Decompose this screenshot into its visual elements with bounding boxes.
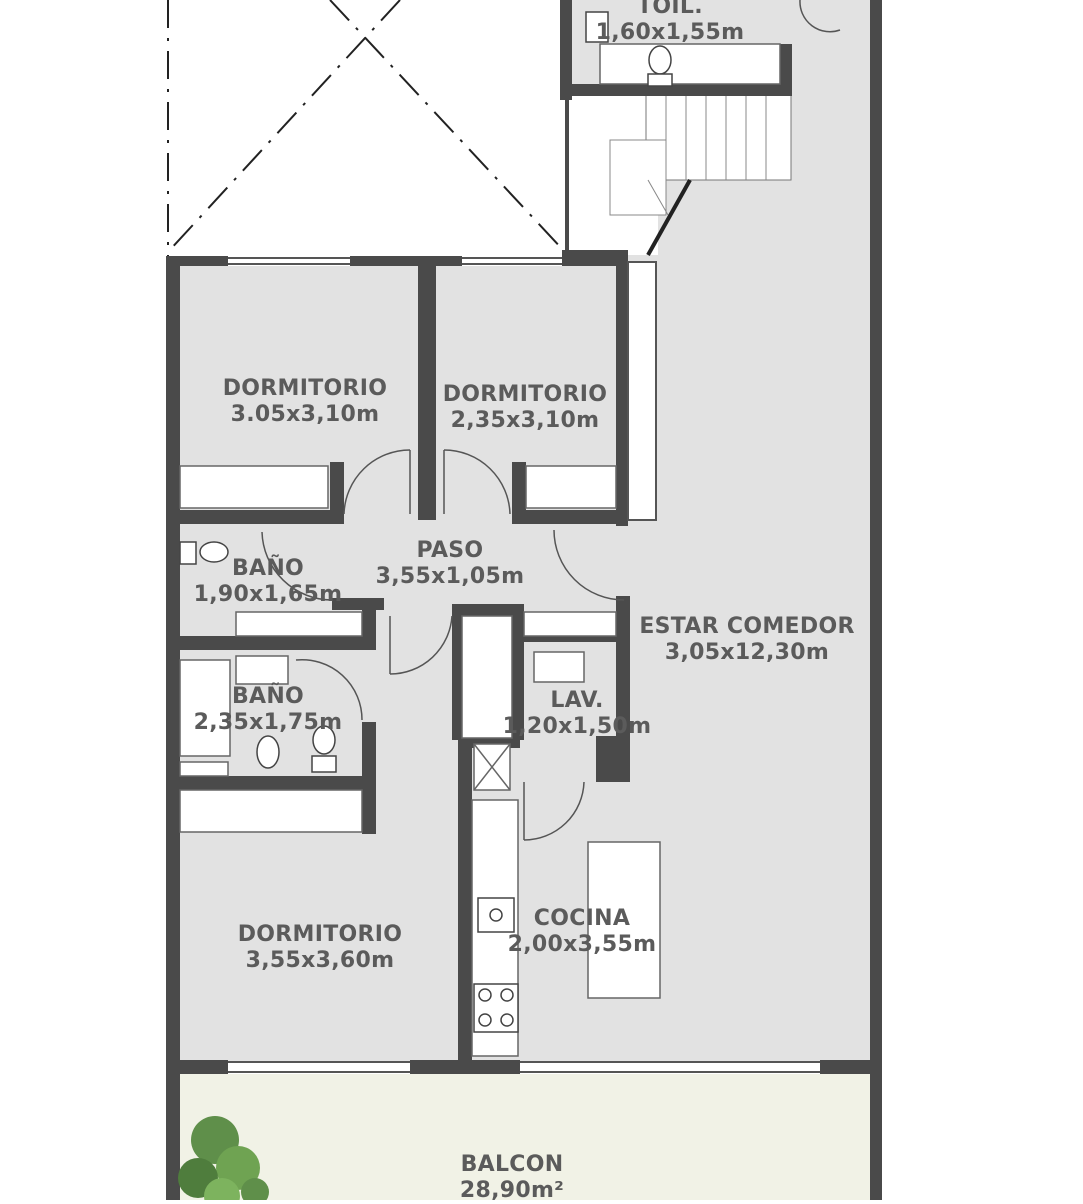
room-label-dorm1: DORMITORIO 3.05x3,10m bbox=[223, 376, 388, 428]
room-name: DORMITORIO bbox=[237, 922, 403, 947]
room-name: ESTAR COMEDOR bbox=[639, 614, 855, 639]
room-name: PASO bbox=[416, 538, 484, 563]
room-size: 3,55x1,05m bbox=[375, 564, 525, 589]
room-name: BAÑO bbox=[231, 684, 305, 709]
room-label-balcon: BALCON 28,90m² bbox=[460, 1152, 564, 1204]
room-size: 2,00x3,55m bbox=[507, 932, 657, 957]
courtyard-void bbox=[167, 0, 566, 258]
room-size: 1,90x1,65m bbox=[193, 582, 343, 607]
room-label-dorm3: DORMITORIO 3,55x3,60m bbox=[238, 922, 403, 974]
windows bbox=[228, 257, 820, 1073]
room-label-estar-comedor: ESTAR COMEDOR 3,05x12,30m bbox=[639, 614, 854, 666]
room-label-lav: LAV. 1,20x1,50m bbox=[503, 688, 652, 740]
room-size: 28,90m² bbox=[459, 1178, 565, 1203]
room-size: 3.05x3,10m bbox=[230, 402, 380, 427]
room-name: BALCON bbox=[460, 1152, 564, 1177]
room-name: DORMITORIO bbox=[222, 376, 388, 401]
room-name: TOIL. bbox=[637, 0, 703, 19]
room-size: 3,05x12,30m bbox=[664, 640, 830, 665]
room-name: BAÑO bbox=[231, 556, 305, 581]
staircase bbox=[609, 95, 767, 256]
room-label-paso: PASO 3,55x1,05m bbox=[376, 538, 525, 590]
room-size: 2,35x3,10m bbox=[450, 408, 600, 433]
room-label-bano1: BAÑO 1,90x1,65m bbox=[194, 556, 343, 608]
room-name: LAV. bbox=[550, 688, 604, 713]
door-swings bbox=[261, 0, 841, 841]
room-name: DORMITORIO bbox=[442, 382, 608, 407]
room-size: 1,60x1,55m bbox=[595, 20, 745, 45]
room-name: COCINA bbox=[533, 906, 631, 931]
room-label-dorm2: DORMITORIO 2,35x3,10m bbox=[443, 382, 608, 434]
room-label-bano2: BAÑO 2,35x1,75m bbox=[194, 684, 343, 736]
plant-icon bbox=[178, 1116, 269, 1200]
room-label-cocina: COCINA 2,00x3,55m bbox=[508, 906, 657, 958]
walls bbox=[166, 0, 882, 1200]
room-size: 1,20x1,50m bbox=[502, 714, 652, 739]
room-size: 3,55x3,60m bbox=[245, 948, 395, 973]
fixtures bbox=[179, 11, 673, 1033]
room-size: 2,35x1,75m bbox=[193, 710, 343, 735]
room-label-toilet: TOIL. 1,60x1,55m bbox=[596, 0, 745, 46]
